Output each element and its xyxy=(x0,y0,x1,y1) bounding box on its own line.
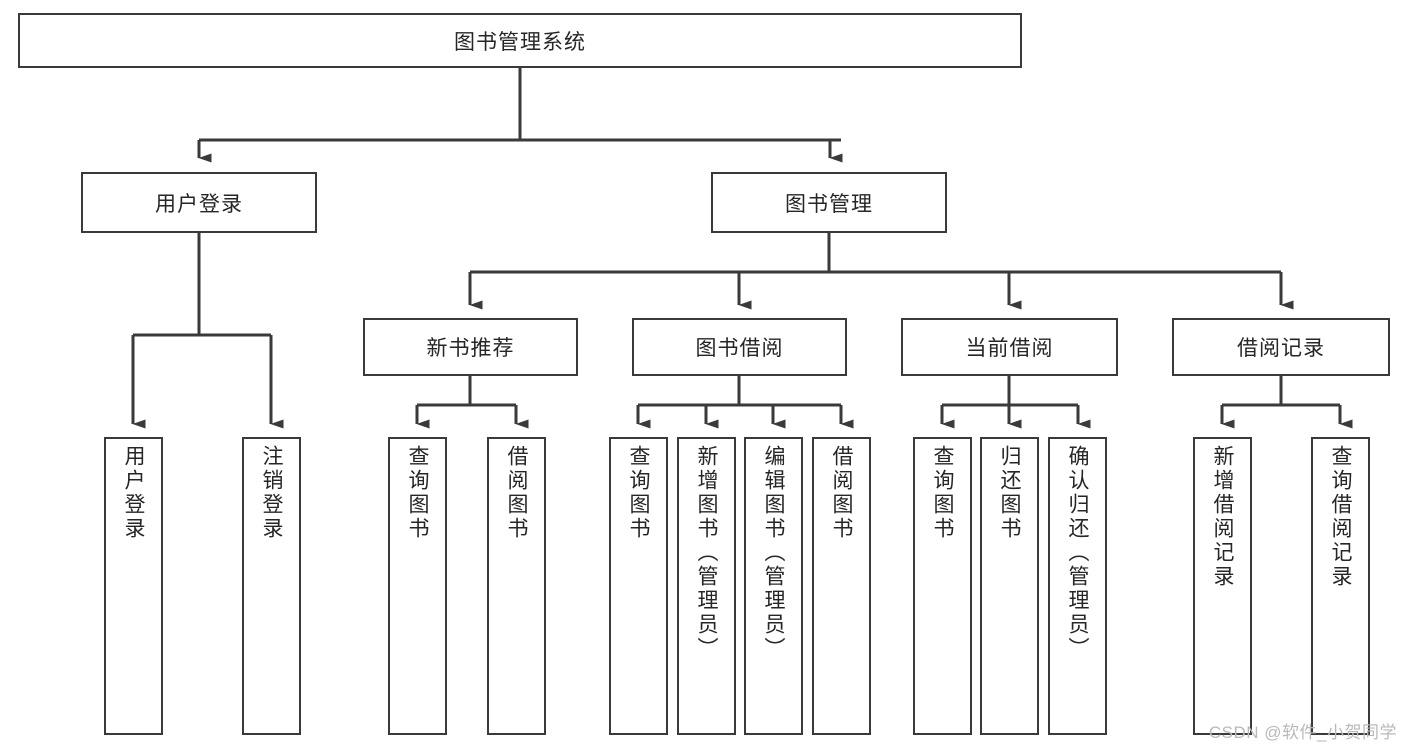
leaf-recommend-query-book[interactable]: 查询图书 xyxy=(388,437,447,735)
node-label: 编辑图书（管理员） xyxy=(762,445,785,661)
watermark: CSDN @软件_小贺同学 xyxy=(1208,723,1397,742)
node-label: 新书推荐 xyxy=(426,337,515,360)
node-label: 图书借阅 xyxy=(695,337,784,360)
node-label: 当前借阅 xyxy=(965,337,1054,360)
node-label: 新增图书（管理员） xyxy=(695,445,718,661)
leaf-user-login[interactable]: 用户登录 xyxy=(104,437,163,735)
leaf-user-logout[interactable]: 注销登录 xyxy=(242,437,301,735)
node-label: 确认归还（管理员） xyxy=(1066,445,1089,661)
node-current-borrow[interactable]: 当前借阅 xyxy=(901,318,1118,376)
leaf-borrow-edit-book[interactable]: 编辑图书（管理员） xyxy=(744,437,803,735)
leaf-current-return-book[interactable]: 归还图书 xyxy=(980,437,1039,735)
node-label: 用户登录 xyxy=(155,192,243,216)
node-label: 图书管理 xyxy=(785,192,873,216)
node-new-book-recommend[interactable]: 新书推荐 xyxy=(363,318,578,376)
node-label: 用户登录 xyxy=(122,445,145,541)
leaf-record-add[interactable]: 新增借阅记录 xyxy=(1193,437,1252,735)
node-label: 借阅图书 xyxy=(830,445,853,541)
node-borrow-record[interactable]: 借阅记录 xyxy=(1172,318,1390,376)
leaf-recommend-borrow-book[interactable]: 借阅图书 xyxy=(487,437,546,735)
node-label: 图书管理系统 xyxy=(454,30,586,54)
leaf-current-confirm-return[interactable]: 确认归还（管理员） xyxy=(1048,437,1107,735)
leaf-borrow-borrow-book[interactable]: 借阅图书 xyxy=(812,437,871,735)
node-label: 借阅记录 xyxy=(1237,337,1325,360)
leaf-borrow-query-book[interactable]: 查询图书 xyxy=(609,437,668,735)
node-label: 查询图书 xyxy=(406,445,429,541)
node-label: 查询图书 xyxy=(627,445,650,541)
node-book-borrow[interactable]: 图书借阅 xyxy=(632,318,847,376)
node-user-login[interactable]: 用户登录 xyxy=(81,172,317,233)
node-label: 借阅图书 xyxy=(505,445,528,541)
node-label: 归还图书 xyxy=(998,445,1021,541)
node-label: 新增借阅记录 xyxy=(1211,445,1234,589)
leaf-borrow-add-book[interactable]: 新增图书（管理员） xyxy=(677,437,736,735)
node-label: 查询借阅记录 xyxy=(1329,445,1352,589)
node-root[interactable]: 图书管理系统 xyxy=(18,13,1022,68)
leaf-record-query[interactable]: 查询借阅记录 xyxy=(1311,437,1370,735)
node-label: 查询图书 xyxy=(931,445,954,541)
leaf-current-query-book[interactable]: 查询图书 xyxy=(913,437,972,735)
node-label: 注销登录 xyxy=(260,445,283,541)
node-book-management[interactable]: 图书管理 xyxy=(711,172,947,233)
